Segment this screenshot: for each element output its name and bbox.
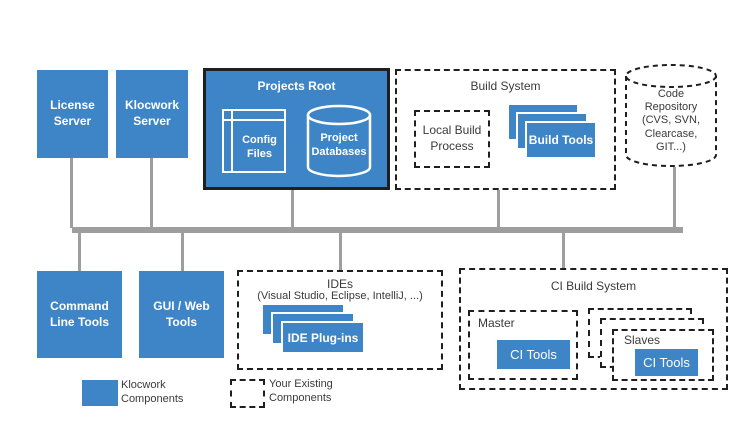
slaves-label: Slaves (624, 333, 661, 347)
legend-klocwork-label: Klocwork Components (121, 379, 184, 405)
master-ci-tools-node: CI Tools (497, 340, 570, 369)
code-repository-label: Code Repository (CVS, SVN, Clearcase, GI… (641, 88, 701, 153)
config-files-icon-header (224, 111, 284, 121)
slaves-group: Slaves CI Tools (612, 329, 714, 381)
ide-plugins-node: IDE Plug-ins (281, 321, 365, 354)
ides-subtitle: (Visual Studio, Eclipse, IntelliJ, ...) (257, 290, 423, 302)
command-line-tools-node: Command Line Tools (37, 271, 122, 358)
legend-existing-swatch (230, 379, 265, 408)
bus-bar (72, 227, 683, 233)
master-label: Master (478, 316, 515, 330)
projects-root-title: Projects Root (257, 79, 336, 93)
master-group: Master CI Tools (468, 310, 578, 380)
connector-ides (339, 232, 342, 270)
build-system-title: Build System (470, 79, 541, 93)
build-system-group: Build System Local Build Process Build T… (395, 69, 616, 190)
ides-title: IDEs (326, 277, 353, 291)
build-tools-node: Build Tools (525, 121, 597, 159)
local-build-process-node: Local Build Process (414, 110, 490, 168)
gui-web-tools-node: GUI / Web Tools (139, 271, 224, 358)
project-databases-label: Project Databases (311, 131, 367, 158)
projects-root-node: Projects Root Config Files Project Datab… (203, 68, 390, 190)
ci-build-system-group: CI Build System Master CI Tools Slaves C… (459, 268, 728, 390)
connector-projects-root (291, 190, 294, 228)
config-files-icon-stripe (224, 111, 233, 171)
connector-code-repository (673, 167, 676, 228)
legend-existing-label: Your Existing Components (269, 378, 333, 404)
slaves-ci-tools-node: CI Tools (635, 349, 698, 376)
repository-cylinder-icon (625, 64, 717, 167)
connector-klocwork-server (150, 158, 153, 228)
config-files-label: Config Files (242, 133, 277, 160)
connector-build-system (497, 189, 500, 228)
config-files-icon: Config Files (222, 109, 286, 173)
legend-klocwork-swatch (82, 380, 118, 406)
klocwork-server-node: Klocwork Server (116, 70, 188, 158)
ides-group: IDEs (Visual Studio, Eclipse, IntelliJ, … (237, 270, 443, 370)
connector-ci-build-system (562, 232, 565, 268)
ci-build-system-title: CI Build System (550, 279, 637, 293)
code-repository-node: Code Repository (CVS, SVN, Clearcase, GI… (624, 63, 718, 170)
project-databases-cylinder-icon: Project Databases (305, 103, 373, 179)
connector-license-server (70, 158, 73, 228)
connector-gui-web-tools (181, 232, 184, 271)
connector-command-line-tools (78, 232, 81, 271)
license-server-node: License Server (37, 70, 108, 158)
